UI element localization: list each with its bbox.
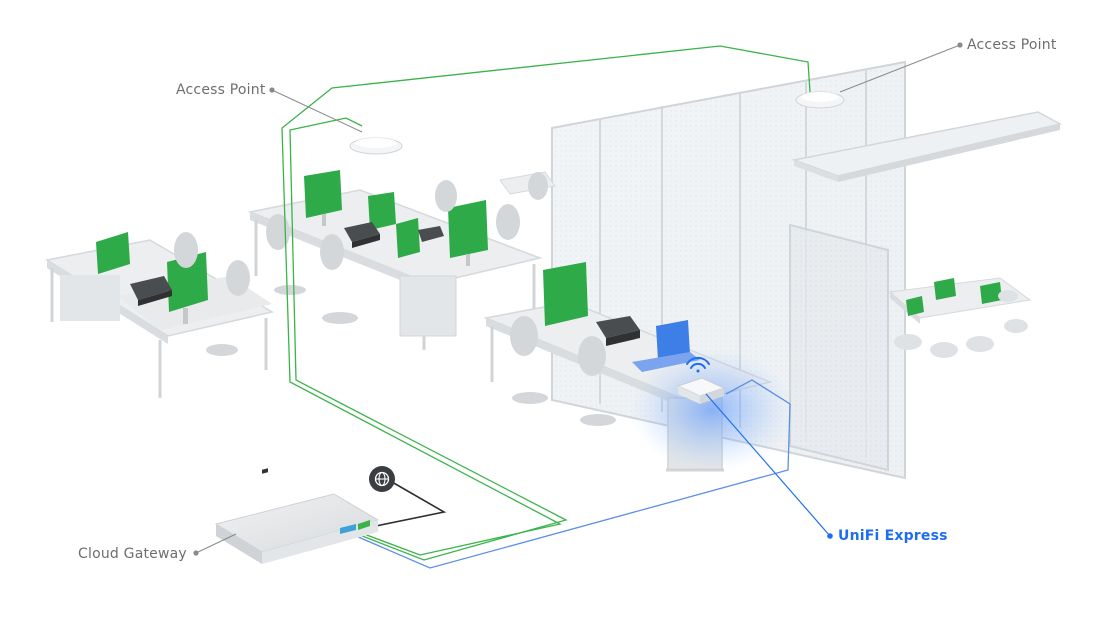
monitor	[906, 296, 924, 316]
conference-table	[888, 277, 1032, 358]
desk-cluster-front	[483, 262, 794, 472]
monitor	[543, 262, 588, 326]
cloud-gateway-label: Cloud Gateway	[78, 546, 187, 562]
ceiling-light-panel	[791, 111, 1063, 182]
desk-cluster-left	[44, 232, 274, 398]
ap-cables	[281, 45, 811, 561]
laptop-blue	[656, 320, 690, 360]
unifi-express-device	[676, 377, 726, 404]
express-coverage-glow	[630, 348, 794, 472]
callout-leaders	[193, 42, 963, 556]
unifi-express-label: UniFi Express	[838, 528, 948, 544]
monitor	[396, 218, 420, 258]
cloud-gateway-device	[214, 468, 380, 564]
monitor	[96, 232, 130, 274]
monitor	[368, 192, 396, 230]
monitor	[934, 278, 956, 300]
monitor	[448, 200, 488, 258]
internet-cable	[375, 481, 447, 527]
access-point-left	[349, 137, 403, 155]
wifi-icon	[686, 357, 710, 373]
express-cable	[355, 379, 791, 569]
access-point-right-label: Access Point	[967, 37, 1057, 53]
access-point-right	[795, 91, 845, 109]
monitor	[167, 252, 208, 312]
globe-icon	[369, 466, 395, 492]
monitor	[980, 282, 1002, 304]
access-point-left-label: Access Point	[176, 82, 266, 98]
desk-cluster-middle	[247, 170, 556, 350]
monitor	[304, 170, 342, 218]
